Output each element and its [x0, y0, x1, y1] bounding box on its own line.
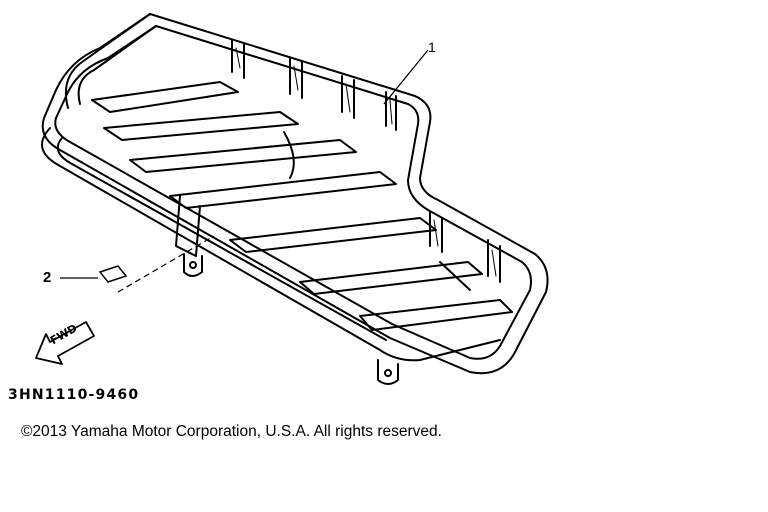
slat-6	[299, 261, 483, 295]
front-hoop-inner	[77, 25, 157, 105]
slat-4	[169, 171, 397, 209]
label-dashed-leader	[117, 235, 215, 293]
slat-7	[359, 299, 513, 331]
upright-4	[385, 91, 397, 131]
label-sticker	[98, 265, 128, 283]
callout-2: 2	[43, 269, 52, 286]
carrier-inner-rail	[54, 25, 532, 360]
mount-bracket-right	[377, 359, 399, 385]
lower-frame	[41, 127, 501, 362]
mount-hole-left	[189, 261, 197, 269]
upright-2	[289, 57, 303, 99]
carrier-outer-rail	[41, 13, 549, 375]
slat-3	[129, 139, 357, 173]
support-left	[175, 195, 201, 257]
callout-1: 1	[428, 39, 436, 55]
mount-bracket-left	[183, 253, 203, 277]
rail-hatching	[235, 47, 497, 277]
part-code: 3HN1110-9460	[8, 387, 140, 403]
fwd-arrow-icon	[35, 321, 95, 365]
upright-6	[487, 239, 501, 283]
slat-5	[229, 217, 437, 253]
slat-1	[91, 81, 239, 113]
copyright-notice: ©2013 Yamaha Motor Corporation, U.S.A. A…	[21, 423, 442, 440]
support-center	[283, 131, 295, 179]
lower-frame-inner	[56, 137, 387, 341]
slat-2	[103, 111, 299, 141]
upright-5	[429, 211, 443, 253]
mount-hole-right	[384, 369, 392, 377]
support-right	[439, 261, 471, 291]
front-hoop	[64, 13, 151, 109]
callout-1-leader	[383, 49, 429, 105]
upright-3	[341, 75, 355, 119]
upright-1	[231, 39, 245, 79]
